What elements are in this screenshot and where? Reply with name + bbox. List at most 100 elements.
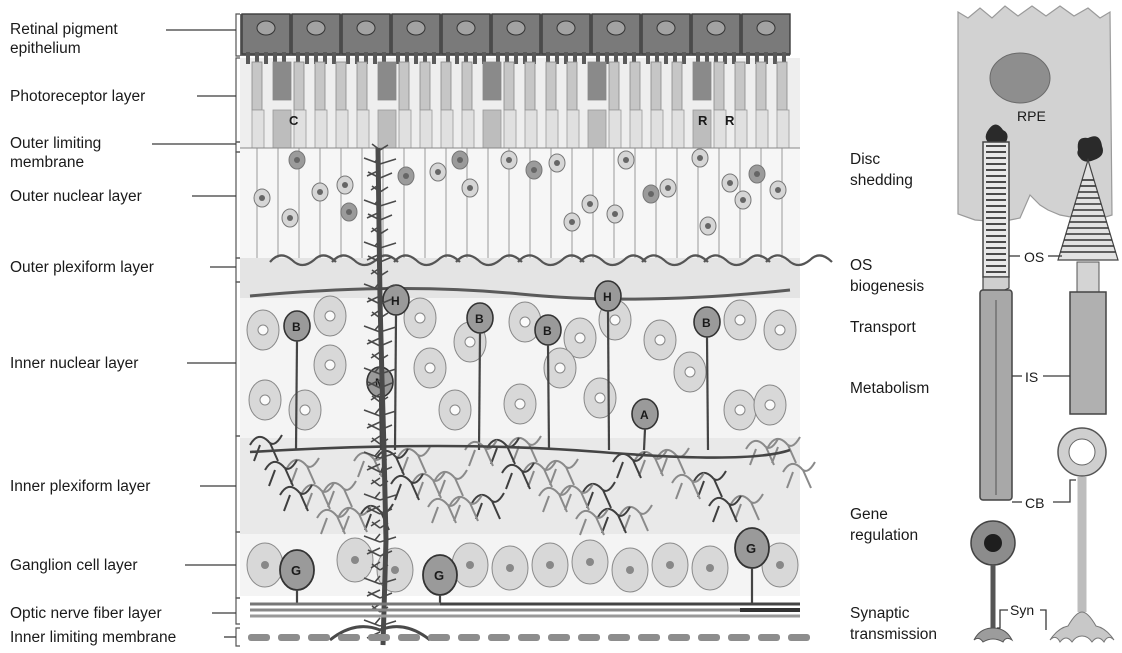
photoreceptor-outer-segment xyxy=(735,62,745,110)
label-outer-limiting-membrane: Outer limiting membrane xyxy=(10,135,106,171)
label-transport: Transport xyxy=(850,319,916,336)
layer-labels: Retinal pigment epithelium Photoreceptor… xyxy=(10,21,176,646)
cone-nucleus xyxy=(1069,439,1095,465)
outer-nuclear-band xyxy=(240,148,800,263)
onl-nucleolus xyxy=(754,171,760,177)
function-labels: Disc shedding OS biogenesis Transport Me… xyxy=(850,151,937,643)
rpe-cell-nucleus xyxy=(307,21,325,35)
label-metabolism: Metabolism xyxy=(850,380,929,397)
ganglion-cell-nucleus xyxy=(546,561,554,569)
label-outer-nuclear-layer: Outer nuclear layer xyxy=(10,188,142,205)
horizontal-axon xyxy=(395,315,396,450)
rpe-villus xyxy=(746,52,750,64)
layer-leader-lines xyxy=(152,30,236,637)
bipolar-axon xyxy=(296,341,297,450)
photoreceptor-inner-segment xyxy=(735,110,747,148)
layer-bracket xyxy=(236,532,240,598)
rpe-villus xyxy=(773,52,777,64)
rpe-villus xyxy=(646,52,650,64)
photoreceptor-outer-segment xyxy=(546,62,556,110)
inl-cell-nucleus xyxy=(425,363,435,373)
inl-cell-nucleus xyxy=(465,337,475,347)
ilm-segment xyxy=(548,634,570,641)
photoreceptor-outer-segment xyxy=(462,62,472,110)
rpe-villus xyxy=(582,52,586,64)
layer-bracket xyxy=(236,14,240,56)
inl-cell-nucleus xyxy=(595,393,605,403)
photoreceptor-inner-segment xyxy=(567,110,579,148)
photoreceptor-inner-segment xyxy=(483,110,501,148)
onl-nucleolus xyxy=(259,195,265,201)
label-inner-plexiform-layer: Inner plexiform layer xyxy=(10,478,150,495)
ganglion-cell-nucleus xyxy=(626,566,634,574)
optic-nerve-fibers xyxy=(250,604,800,616)
onl-nucleolus xyxy=(775,187,781,193)
photoreceptor-outer-segment xyxy=(252,62,262,110)
rpe-villus xyxy=(373,52,377,64)
inl-cell-nucleus xyxy=(765,400,775,410)
onl-nucleolus xyxy=(342,182,348,188)
photoreceptor-inner-segment xyxy=(609,110,621,148)
photoreceptor-outer-segment xyxy=(420,62,430,110)
onl-nucleolus xyxy=(403,173,409,179)
cone-pedicle xyxy=(1050,612,1114,642)
rpe-villus xyxy=(432,52,436,64)
layer-bracket xyxy=(236,258,240,282)
ilm-segment xyxy=(428,634,450,641)
ganglion-cell-nucleus xyxy=(391,566,399,574)
ilm-segment xyxy=(248,634,270,641)
label-optic-nerve-fiber-layer: Optic nerve fiber layer xyxy=(10,605,162,622)
rpe-villus xyxy=(473,52,477,64)
rod-nucleus xyxy=(984,534,1002,552)
photoreceptor-outer-segment xyxy=(714,62,724,110)
layer-brackets xyxy=(236,14,240,646)
rod-outer-segment xyxy=(983,142,1009,277)
rpe-villus xyxy=(623,52,627,64)
ilm-segment xyxy=(338,634,360,641)
ilm-segment xyxy=(368,634,390,641)
rpe-cell-nucleus xyxy=(257,21,275,35)
rpe-villus xyxy=(305,52,309,64)
ganglion-cell-nucleus xyxy=(666,561,674,569)
onl-nucleolus xyxy=(457,157,463,163)
photoreceptor-outer-segment xyxy=(315,62,325,110)
photoreceptor-outer-segment xyxy=(609,62,619,110)
photoreceptor-inner-segment xyxy=(357,110,369,148)
layer-bracket xyxy=(236,628,240,646)
rpe-villus xyxy=(682,52,686,64)
horizontal-label: H xyxy=(391,294,400,308)
rpe-cell-nucleus xyxy=(707,21,725,35)
onl-nucleolus xyxy=(554,160,560,166)
photoreceptor-inner-segment xyxy=(588,110,606,148)
onl-nucleolus xyxy=(346,209,352,215)
rpe-villus xyxy=(664,52,668,64)
horizontal-label: H xyxy=(603,290,612,304)
ilm-segment xyxy=(668,634,690,641)
rpe-cell-nucleus xyxy=(757,21,775,35)
ganglion-label: G xyxy=(434,568,444,583)
ganglion-cell-nucleus xyxy=(586,558,594,566)
inl-cell-nucleus xyxy=(735,405,745,415)
photoreceptor-inner-segment xyxy=(672,110,684,148)
inl-cell-nucleus xyxy=(575,333,585,343)
onl-nucleolus xyxy=(569,219,575,225)
ilm-segment xyxy=(608,634,630,641)
bipolar-axon xyxy=(479,333,480,450)
photoreceptor-outer-segment xyxy=(504,62,514,110)
label-os-biogenesis: OS biogenesis xyxy=(850,257,924,295)
rpe-cell-nucleus xyxy=(507,21,525,35)
inl-cell-nucleus xyxy=(775,325,785,335)
onl-nucleolus xyxy=(705,223,711,229)
label-photoreceptor-layer: Photoreceptor layer xyxy=(10,88,145,105)
photoreceptor-outer-segment xyxy=(756,62,766,110)
onl-nucleolus xyxy=(506,157,512,163)
photoreceptor-inner-segment xyxy=(462,110,474,148)
label-inner-nuclear-layer: Inner nuclear layer xyxy=(10,355,138,372)
onl-nucleolus xyxy=(317,189,323,195)
rpe-cell-nucleus xyxy=(457,21,475,35)
rpe-nucleus xyxy=(990,53,1050,103)
inl-cell-nucleus xyxy=(325,360,335,370)
photoreceptor-inner-segment xyxy=(756,110,768,148)
